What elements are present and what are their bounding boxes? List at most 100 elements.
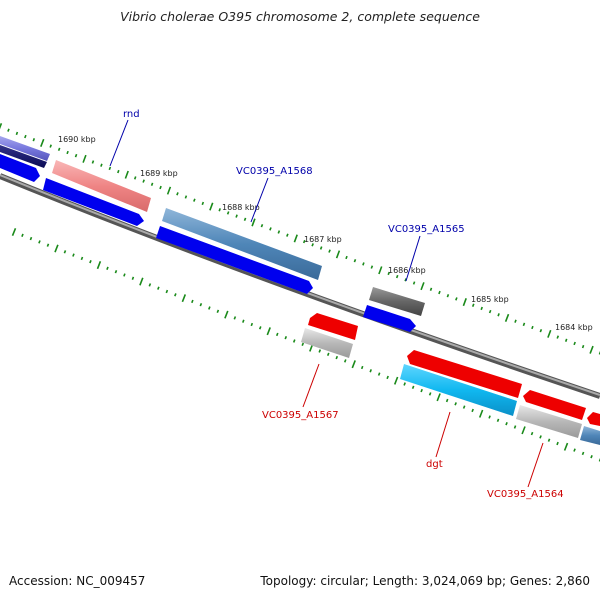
tick-mark — [21, 233, 24, 237]
tick-mark — [471, 303, 475, 307]
tick-mark — [369, 369, 372, 373]
tick-mark — [24, 134, 27, 139]
tick-mark — [49, 144, 52, 148]
tick-mark — [353, 259, 357, 263]
tick-mark — [504, 313, 510, 322]
cds-arrow-forward-4 — [363, 305, 416, 332]
tick-mark — [57, 147, 61, 151]
tick-mark — [201, 201, 205, 206]
cds-arrow-reverse-1 — [308, 313, 358, 340]
tick-mark — [243, 217, 247, 221]
genome-stats-text: Topology: circular; Length: 3,024,069 bp… — [260, 574, 590, 588]
tick-mark — [319, 246, 323, 250]
tick-mark — [74, 153, 78, 158]
tick-mark — [293, 234, 298, 243]
tick-mark — [429, 287, 433, 291]
tick-mark — [438, 290, 441, 295]
gene-feature-navy — [0, 145, 47, 168]
tick-mark — [328, 249, 331, 253]
tick-mark — [513, 425, 517, 429]
tick-mark — [251, 218, 256, 227]
tick-mark — [40, 138, 45, 147]
tick-mark — [174, 293, 177, 297]
tick-mark — [301, 342, 305, 346]
tick-mark — [335, 250, 341, 259]
accession-text: Accession: NC_009457 — [9, 574, 146, 588]
tick-mark — [54, 244, 59, 253]
tick-mark — [362, 262, 365, 266]
cds-arrow-forward-2 — [43, 178, 144, 226]
tick-mark — [521, 426, 526, 435]
tick-mark — [123, 273, 126, 277]
gene-feature-vc0395-a1565 — [369, 287, 425, 316]
tick-mark — [275, 332, 279, 337]
tick-mark — [345, 255, 348, 260]
tick-mark — [420, 388, 423, 393]
tick-mark — [72, 253, 75, 257]
leader-line-dgt — [435, 411, 451, 458]
tick-mark — [411, 385, 415, 389]
tick-mark — [199, 303, 203, 307]
tick-mark — [564, 338, 568, 342]
tick-mark — [209, 202, 214, 211]
tick-mark — [63, 250, 67, 254]
tick-mark — [131, 276, 135, 280]
tick-mark — [114, 270, 118, 274]
tick-mark — [284, 336, 288, 340]
tick-mark — [258, 326, 262, 330]
gene-label-vc0395-a1568: VC0395_A1568 — [236, 166, 313, 177]
outer-tick-marks — [0, 123, 600, 355]
kbp-label: 1687 kbp — [304, 235, 342, 244]
tick-mark — [556, 441, 559, 446]
tick-mark — [38, 240, 41, 244]
tick-mark — [233, 316, 237, 320]
tick-mark — [370, 265, 374, 269]
tick-mark — [286, 233, 289, 237]
tick-mark — [292, 339, 296, 343]
tick-mark — [176, 192, 179, 196]
tick-mark — [573, 448, 576, 452]
tick-mark — [539, 435, 542, 439]
tick-mark — [96, 261, 102, 270]
tick-mark — [480, 306, 483, 311]
tick-mark — [184, 195, 188, 199]
tick-mark — [242, 319, 245, 323]
tick-mark — [235, 214, 238, 218]
tick-mark — [139, 277, 144, 286]
leader-line-vc0395-a1564 — [527, 442, 544, 488]
tick-mark — [165, 289, 169, 294]
tick-mark — [581, 451, 585, 456]
gene-feature-dgt — [400, 364, 517, 416]
tick-mark — [7, 128, 10, 132]
tick-mark — [269, 227, 272, 231]
tick-mark — [91, 160, 95, 164]
tick-mark — [581, 344, 585, 349]
tick-mark — [428, 392, 432, 396]
gene-label-dgt: dgt — [426, 459, 443, 470]
tick-mark — [15, 131, 19, 136]
tick-mark — [530, 431, 534, 436]
kbp-label: 1684 kbp — [555, 323, 593, 332]
tick-mark — [478, 409, 484, 418]
tick-mark — [66, 150, 69, 155]
tick-mark — [563, 442, 569, 451]
tick-mark — [302, 239, 306, 244]
tick-mark — [531, 325, 534, 330]
gene-feature-rnd — [52, 160, 151, 212]
tick-mark — [420, 282, 425, 291]
tick-mark — [250, 322, 254, 327]
tick-mark — [224, 310, 229, 319]
kbp-label: 1685 kbp — [471, 295, 509, 304]
tick-mark — [193, 198, 196, 202]
kbp-label: 1689 kbp — [140, 169, 178, 178]
tick-mark — [100, 163, 103, 167]
tick-mark — [445, 398, 449, 403]
kbp-label: 1690 kbp — [58, 135, 96, 144]
tick-mark — [547, 438, 551, 442]
tick-mark — [505, 422, 508, 426]
tick-mark — [556, 335, 560, 339]
cds-arrow-reverse-2 — [407, 350, 522, 398]
tick-mark — [29, 236, 33, 241]
tick-mark — [514, 319, 517, 323]
